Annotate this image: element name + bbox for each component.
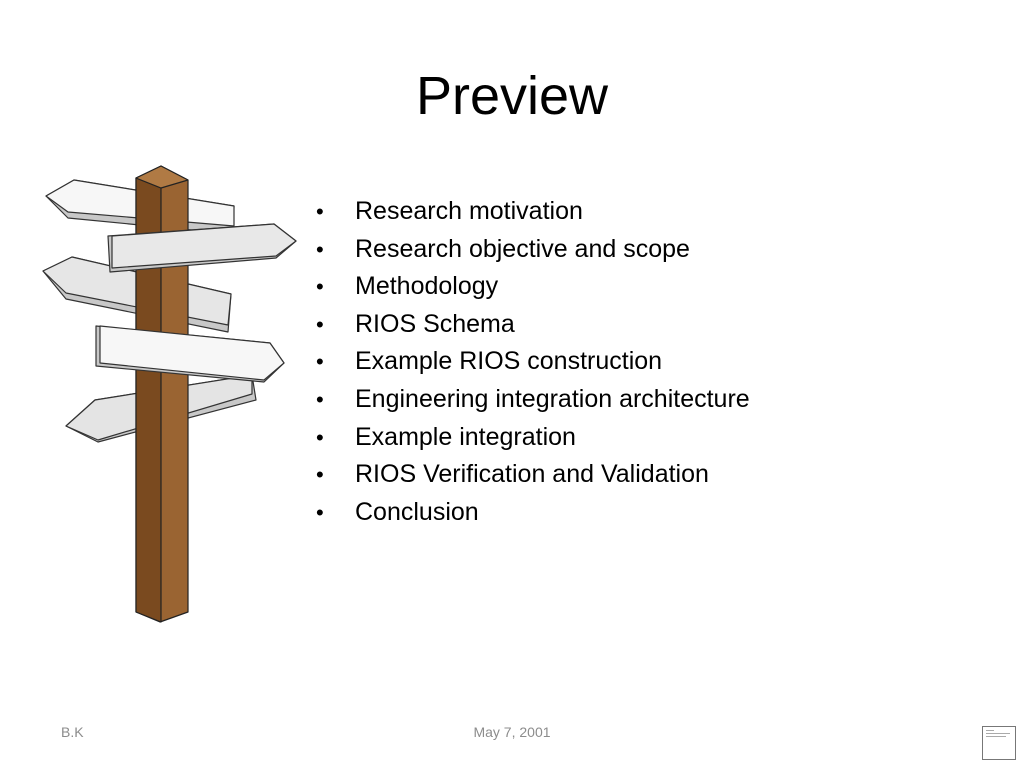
- bullet-text: Example RIOS construction: [355, 347, 663, 376]
- bullet-dot: •: [316, 424, 324, 450]
- thumb-line: [986, 736, 1006, 737]
- list-item: • Methodology: [312, 268, 750, 306]
- list-item: • Engineering integration architecture: [312, 381, 750, 419]
- bullet-dot: •: [316, 274, 324, 300]
- bullet-dot: •: [316, 199, 324, 224]
- bullet-text: Conclusion: [355, 497, 479, 526]
- bullet-list: • Research motivation • Research objective…: [312, 193, 750, 531]
- list-item: • RIOS Schema: [312, 306, 750, 344]
- slide-title: Preview: [415, 66, 609, 126]
- thumb-line: [986, 730, 994, 731]
- bullet-dot: •: [316, 462, 324, 488]
- slide-thumbnail-icon: [982, 726, 1016, 760]
- bullet-dot: •: [316, 236, 324, 262]
- list-item: • Research objective and scope: [312, 231, 750, 269]
- bullet-dot: •: [316, 499, 324, 525]
- bullet-text: Methodology: [355, 272, 499, 301]
- list-item: • Example RIOS construction: [312, 343, 750, 381]
- bullet-text: Research objective and scope: [355, 234, 690, 263]
- bullet-dot: •: [316, 386, 324, 412]
- sign-arrow-4: [95, 325, 285, 383]
- signpost-pole: [135, 165, 189, 623]
- signpost-icon: [42, 165, 297, 623]
- list-item: • Research motivation: [312, 193, 750, 231]
- list-item: • Example integration: [312, 419, 750, 457]
- footer-date: May 7, 2001: [473, 724, 551, 740]
- footer-author: B.K: [61, 724, 84, 740]
- bullet-text: RIOS Schema: [355, 309, 515, 338]
- bullet-text: Example integration: [355, 422, 576, 451]
- sign-arrow-2: [107, 223, 297, 273]
- bullet-dot: •: [316, 349, 324, 375]
- bullet-text: Engineering integration architecture: [355, 384, 750, 413]
- bullet-dot: •: [316, 311, 324, 337]
- thumb-line: [986, 733, 1010, 734]
- bullet-text: RIOS Verification and Validation: [355, 460, 709, 489]
- list-item: • Conclusion: [312, 494, 750, 532]
- list-item: • RIOS Verification and Validation: [312, 456, 750, 494]
- bullet-text: Research motivation: [355, 197, 583, 225]
